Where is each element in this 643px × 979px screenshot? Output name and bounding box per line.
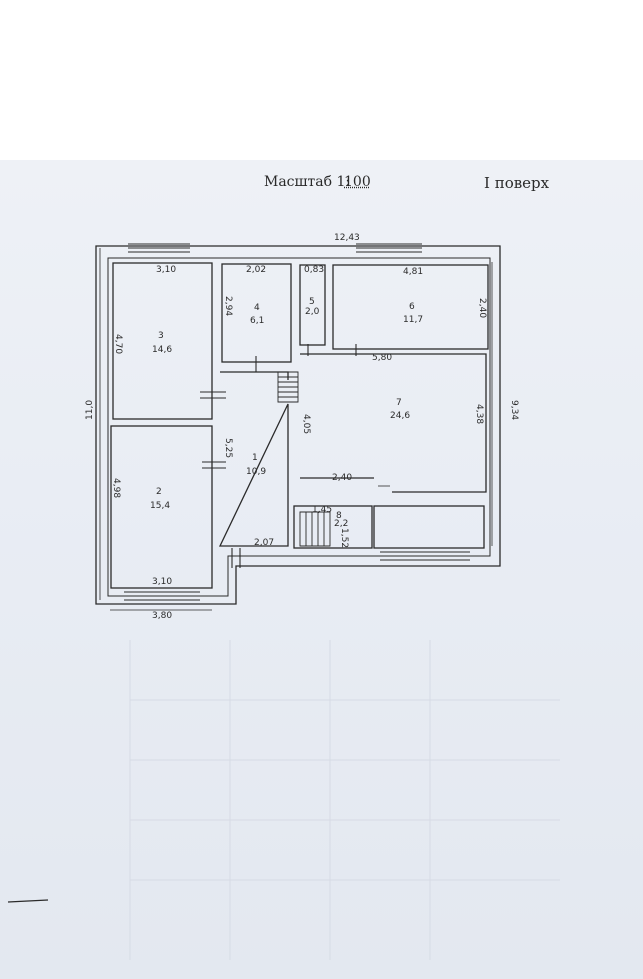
room-6-area: 11,7 [403, 315, 423, 325]
room-2-dim-a: 4,98 [111, 478, 121, 498]
room-8-dim-b: 1,52 [339, 528, 349, 548]
room-7-area: 24,6 [390, 411, 410, 421]
room-4-dim-b: 2,94 [223, 296, 233, 316]
room-7-dim-d: 2,40 [332, 473, 352, 483]
room-2-outline [110, 425, 213, 589]
room-6-dim-a: 4,81 [403, 267, 423, 277]
scanned-paper [0, 160, 643, 979]
room-7-id: 7 [396, 398, 402, 408]
room-3-area: 14,6 [152, 345, 172, 355]
dim-right-overall: 9,34 [509, 400, 519, 420]
room-1-area: 10,9 [246, 467, 266, 477]
room-5-area: 2,0 [305, 307, 320, 317]
room-6-id: 6 [409, 302, 415, 312]
scale-value: 100 [344, 174, 371, 190]
dim-top-overall: 12,43 [334, 233, 360, 243]
room-5-dim-a: 0,83 [304, 265, 324, 275]
dim-bottom-overall: 3,80 [152, 611, 172, 621]
stairs [277, 371, 331, 547]
room-4-id: 4 [254, 303, 260, 313]
scale-label: Масштаб 1: [264, 174, 351, 190]
room-8-dim-a: 1,45 [312, 505, 332, 515]
bottom-right-space [373, 505, 485, 549]
room-7-outline [300, 353, 487, 493]
room-8-id: 8 [336, 511, 342, 521]
room-8-area: 2,2 [334, 519, 348, 529]
room-6-outline [332, 264, 489, 350]
room-3-dim-a: 3,10 [156, 265, 176, 275]
outer-wall [95, 245, 501, 605]
windows [124, 243, 470, 601]
door-marks [200, 344, 357, 568]
room-7-dim-b: 4,05 [301, 414, 311, 434]
white-margin [0, 0, 643, 160]
bleed-lines [129, 640, 560, 960]
room-7-dim-a: 5,80 [372, 353, 392, 363]
room-1-dim-b: 2,07 [254, 538, 274, 548]
room-7-dim-c: 4,38 [474, 404, 484, 424]
room-4-area: 6,1 [250, 316, 264, 326]
room-5-outline [299, 264, 326, 346]
room-2-dim-b: 3,10 [152, 577, 172, 587]
room-2-id: 2 [156, 487, 162, 497]
room-3-outline [112, 262, 213, 420]
room-3-id: 3 [158, 331, 164, 341]
room-3-dim-b: 4,70 [113, 334, 123, 354]
room-5-id: 5 [309, 297, 315, 307]
room-4-dim-a: 2,02 [246, 265, 266, 275]
inner-wall-line [107, 257, 491, 597]
room-1-dim-a: 5,25 [223, 438, 233, 458]
dim-left-overall: 11,0 [85, 400, 95, 420]
dimension-lines [99, 248, 493, 611]
room-6-dim-b: 2,40 [477, 298, 487, 318]
room-8-outline [293, 505, 373, 549]
room-2-area: 15,4 [150, 501, 170, 511]
room-1-id: 1 [252, 453, 258, 463]
pen-mark [7, 899, 49, 903]
floor-label: I поверх [484, 174, 550, 192]
